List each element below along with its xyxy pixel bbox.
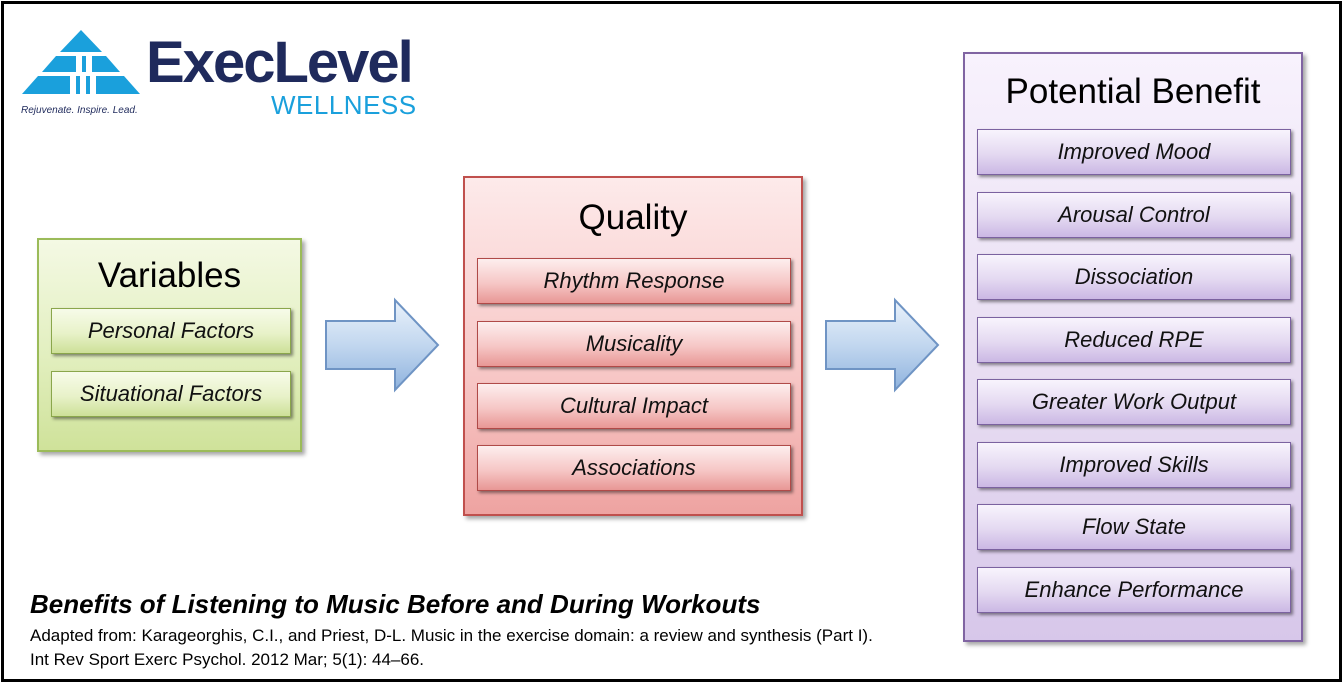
variables-item: Situational Factors (51, 371, 291, 417)
quality-item: Rhythm Response (477, 258, 791, 304)
benefit-item: Flow State (977, 504, 1291, 550)
logo-name-main: ExecLevel (146, 30, 414, 95)
benefit-item: Enhance Performance (977, 567, 1291, 613)
quality-item: Associations (477, 445, 791, 491)
logo-tagline: Rejuvenate. Inspire. Lead. (21, 105, 138, 116)
variables-group: Variables Personal Factors Situational F… (37, 238, 302, 452)
quality-title: Quality (578, 198, 688, 237)
variables-title: Variables (97, 256, 242, 295)
execlevel-logo: ExecLevel WELLNESS Rejuvenate. Inspire. … (20, 28, 420, 123)
right-arrow-icon (825, 297, 940, 393)
variables-item: Personal Factors (51, 308, 291, 354)
benefit-title: Potential Benefit (1005, 72, 1261, 111)
logo-name-sub: WELLNESS (271, 90, 417, 120)
benefit-item: Improved Skills (977, 442, 1291, 488)
caption-title: Benefits of Listening to Music Before an… (30, 589, 761, 619)
benefit-item: Reduced RPE (977, 317, 1291, 363)
right-arrow-icon (325, 297, 440, 393)
benefit-item: Dissociation (977, 254, 1291, 300)
quality-group: Quality Rhythm Response Musicality Cultu… (463, 176, 803, 516)
quality-item: Cultural Impact (477, 383, 791, 429)
quality-item: Musicality (477, 321, 791, 367)
benefit-item: Improved Mood (977, 129, 1291, 175)
benefit-group: Potential Benefit Improved Mood Arousal … (963, 52, 1303, 642)
benefit-item: Arousal Control (977, 192, 1291, 238)
pyramid-logo-icon (22, 30, 140, 94)
benefit-item: Greater Work Output (977, 379, 1291, 425)
caption-source: Adapted from: Karageorghis, C.I., and Pr… (30, 626, 873, 669)
